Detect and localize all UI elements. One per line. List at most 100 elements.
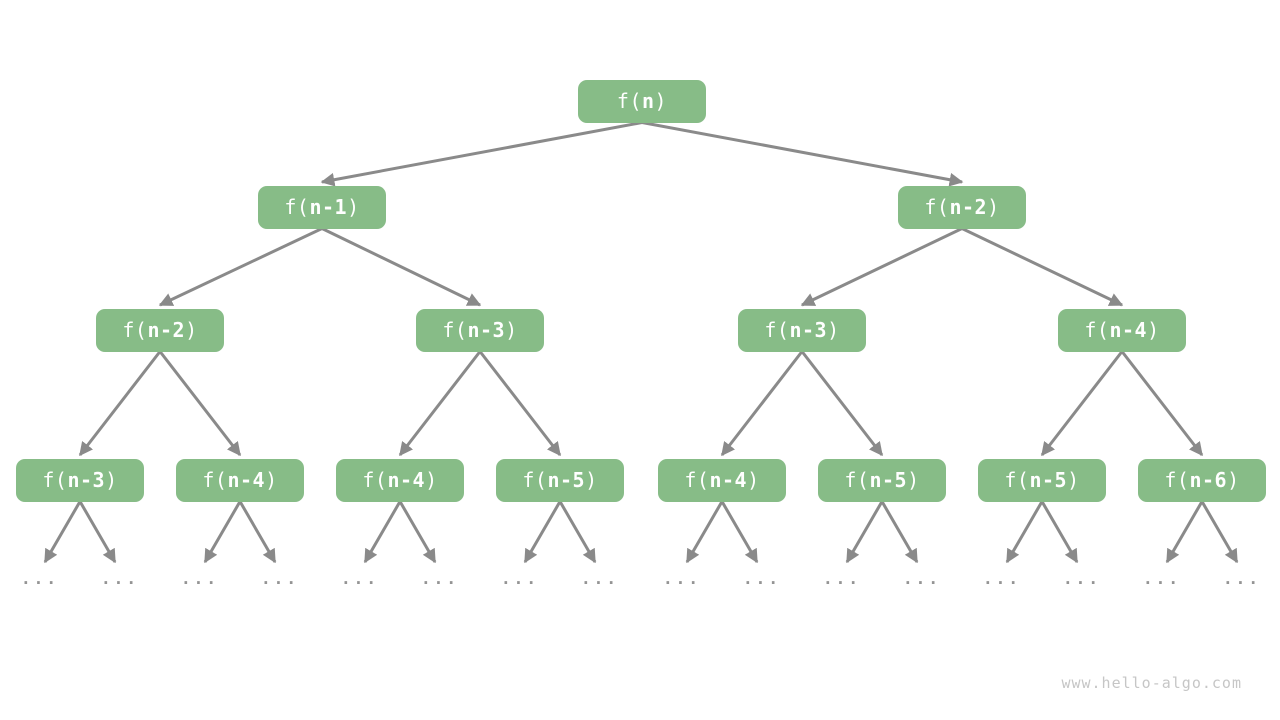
node-label-arg: n-2 [949,195,988,219]
edge-arrow [478,350,562,457]
node-label-suffix: ) [827,318,840,342]
ellipsis-leaf: ... [341,569,379,588]
node-label-prefix: f( [42,468,68,492]
edge-arrow [398,500,437,564]
node-label-suffix: ) [185,318,198,342]
tree-node: f(n-3) [16,458,144,502]
node-label-suffix: ) [1227,468,1240,492]
node-label-suffix: ) [1147,318,1160,342]
node-label-arg: n-4 [227,468,266,492]
watermark: www.hello-algo.com [1061,674,1242,692]
edge-arrow [203,500,242,564]
node-label-prefix: f( [362,468,388,492]
edge-arrow [43,500,82,564]
node-label-arg: n [642,89,655,113]
tree-node: f(n-5) [496,458,624,502]
edge-arrow [800,350,884,457]
edge-arrow [685,500,724,564]
node-label-suffix: ) [505,318,518,342]
node-label-prefix: f( [616,89,642,113]
node-label-suffix: ) [987,195,1000,219]
ellipsis-leaf: ... [1223,569,1261,588]
node-label-prefix: f( [202,468,228,492]
node-label-arg: n-1 [309,195,348,219]
edge-arrow [158,227,323,307]
node-label-prefix: f( [1164,468,1190,492]
tree-node: f(n-4) [1058,308,1186,352]
tree-node: f(n-5) [818,458,946,502]
tree-node: f(n-3) [416,308,544,352]
ellipsis-leaf: ... [581,569,619,588]
tree-node: f(n-1) [258,185,386,229]
ellipsis-leaf: ... [101,569,139,588]
node-label-suffix: ) [347,195,360,219]
ellipsis-leaf: ... [21,569,59,588]
edge-arrow [800,227,963,307]
ellipsis-leaf: ... [663,569,701,588]
node-label-arg: n-5 [869,468,908,492]
node-label-arg: n-4 [709,468,748,492]
node-label-suffix: ) [747,468,760,492]
ellipsis-leaf: ... [983,569,1021,588]
node-label-suffix: ) [425,468,438,492]
node-label-arg: n-2 [147,318,186,342]
edge-arrow [320,121,643,187]
node-label-prefix: f( [442,318,468,342]
edge-arrow [845,500,884,564]
node-label-suffix: ) [585,468,598,492]
edge-arrow [1200,500,1239,564]
ellipsis-leaf: ... [1063,569,1101,588]
node-label-arg: n-4 [387,468,426,492]
node-label-prefix: f( [684,468,710,492]
node-label-prefix: f( [522,468,548,492]
node-label-prefix: f( [924,195,950,219]
node-label-prefix: f( [1004,468,1030,492]
ellipsis-leaf: ... [823,569,861,588]
edge-arrow [961,227,1124,307]
ellipsis-leaf: ... [421,569,459,588]
ellipsis-leaf: ... [903,569,941,588]
ellipsis-leaf: ... [1143,569,1181,588]
node-label-suffix: ) [907,468,920,492]
node-label-arg: n-4 [1109,318,1148,342]
node-label-prefix: f( [1084,318,1110,342]
node-label-arg: n-3 [67,468,106,492]
node-label-arg: n-3 [789,318,828,342]
edge-arrow [238,500,277,564]
tree-node: f(n-3) [738,308,866,352]
edge-arrow [1120,350,1204,457]
edge-arrow [1040,350,1124,457]
tree-node: f(n-4) [658,458,786,502]
edge-arrow [558,500,597,564]
ellipsis-leaf: ... [261,569,299,588]
ellipsis-leaf: ... [501,569,539,588]
tree-node: f(n-2) [898,185,1026,229]
node-label-suffix: ) [654,89,668,113]
tree-node: f(n-2) [96,308,224,352]
tree-node: f(n-6) [1138,458,1266,502]
node-label-arg: n-3 [467,318,506,342]
edge-arrow [78,500,117,564]
node-label-suffix: ) [105,468,118,492]
edge-arrow [880,500,919,564]
node-label-arg: n-6 [1189,468,1228,492]
edge-arrow [158,350,242,457]
edge-arrow [78,350,162,457]
node-label-arg: n-5 [547,468,586,492]
node-label-prefix: f( [122,318,148,342]
edge-arrow [363,500,402,564]
tree-node: f(n-4) [176,458,304,502]
tree-node: f(n-4) [336,458,464,502]
edge-arrow [321,227,482,307]
ellipsis-leaf: ... [181,569,219,588]
edge-arrow [1165,500,1204,564]
tree-node: f(n) [578,79,706,123]
edge-arrow [720,350,804,457]
node-label-prefix: f( [844,468,870,492]
edge-arrow [720,500,759,564]
edge-arrow [523,500,562,564]
node-label-suffix: ) [265,468,278,492]
node-label-prefix: f( [764,318,790,342]
edge-arrow [398,350,482,457]
